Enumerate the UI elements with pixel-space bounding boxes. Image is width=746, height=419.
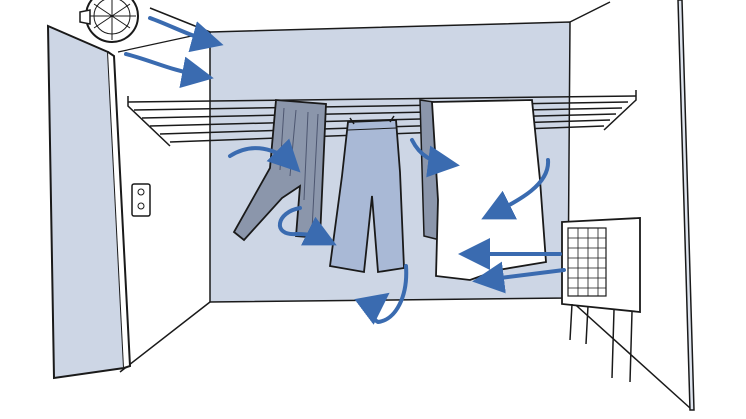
floor-edge	[119, 297, 691, 409]
airflow-arrow-icon	[354, 264, 409, 325]
door-frame	[107, 51, 132, 369]
airflow-arrow-icon	[472, 261, 566, 294]
wall-fan-icon	[79, 0, 139, 43]
airflow-arrows	[124, 16, 566, 325]
airflow-arrow-icon	[410, 138, 460, 178]
airflow-arrow-icon	[124, 52, 214, 89]
space-heater-icon	[561, 217, 641, 383]
right-wall-post	[677, 0, 695, 411]
light-switch-icon	[131, 183, 151, 217]
airflow-arrow-icon	[228, 138, 301, 173]
airflow-arrow-icon	[277, 206, 337, 246]
airflow-arrow-icon	[481, 158, 551, 220]
airflow-arrow-icon	[148, 16, 224, 53]
